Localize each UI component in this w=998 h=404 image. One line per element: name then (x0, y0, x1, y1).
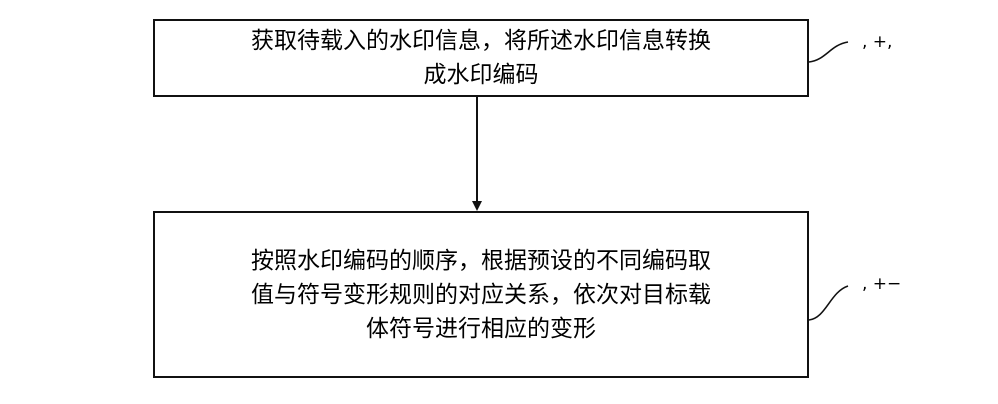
step-2-label: , +− (862, 274, 902, 294)
step-1-text: 获取待载入的水印信息，将所述水印信息转换 成水印编码 (251, 28, 711, 88)
leader-line-step-1 (808, 41, 849, 63)
process-box-step-2: 按照水印编码的顺序，根据预设的不同编码取 值与符号变形规则的对应关系，依次对目标… (153, 211, 809, 378)
leader-line-step-2 (808, 285, 849, 321)
step-2-text: 按照水印编码的顺序，根据预设的不同编码取 值与符号变形规则的对应关系，依次对目标… (251, 247, 711, 342)
step-1-label: , +, (862, 32, 893, 52)
process-box-step-1: 获取待载入的水印信息，将所述水印信息转换 成水印编码 (153, 19, 809, 97)
